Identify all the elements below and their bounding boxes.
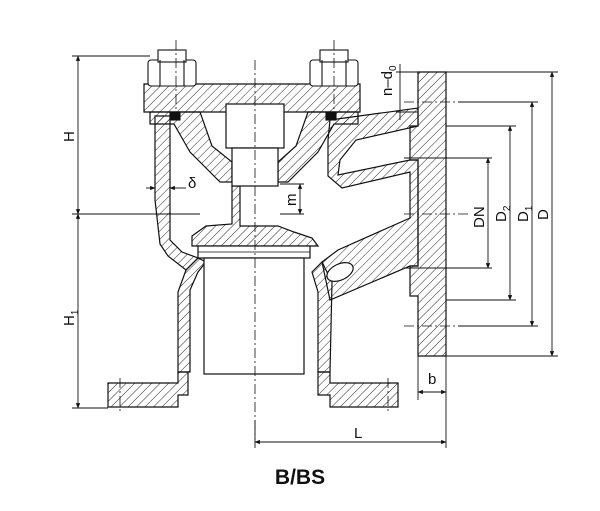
label-D: D bbox=[535, 209, 552, 220]
center-lines bbox=[119, 40, 470, 440]
label-m: m bbox=[283, 194, 300, 207]
label-D1: D1 bbox=[515, 205, 535, 222]
label-L: L bbox=[354, 425, 362, 442]
body-port bbox=[326, 262, 354, 282]
label-H1: H1 bbox=[61, 309, 81, 326]
label-delta: δ bbox=[188, 175, 196, 192]
figure-caption: B/BS bbox=[274, 466, 326, 489]
label-b: b bbox=[428, 371, 436, 388]
dimension-lines bbox=[72, 55, 558, 448]
bonnet-bolts bbox=[147, 49, 359, 121]
seat-barrel bbox=[203, 257, 305, 375]
label-n-d0: n–d0 bbox=[379, 65, 399, 96]
label-H: H bbox=[61, 131, 78, 142]
label-DN: DN bbox=[471, 206, 488, 228]
label-D2: D2 bbox=[493, 205, 513, 222]
